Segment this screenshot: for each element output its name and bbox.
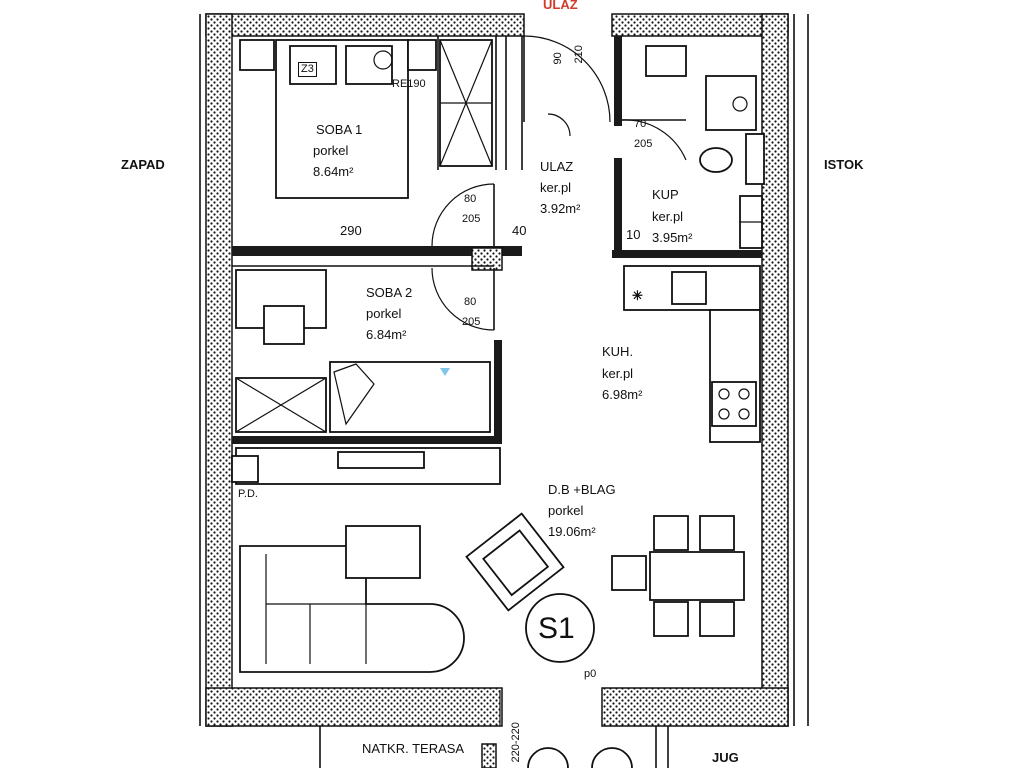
chair-1 — [653, 515, 689, 551]
dim-soba2-h: 205 — [462, 316, 481, 328]
sink — [671, 271, 707, 305]
kuh-area: 6.98m² — [602, 387, 643, 402]
kuh-name: KUH. — [602, 344, 634, 359]
bed-single — [329, 361, 491, 433]
washer — [645, 45, 687, 77]
dim-290: 290 — [340, 223, 362, 238]
dnevna-area: 19.06m² — [548, 524, 596, 539]
dnevna-name: D.B +BLAG — [548, 482, 616, 497]
soba1-furniture — [239, 39, 493, 199]
kup-floor: ker.pl — [652, 209, 684, 224]
wall-bottom-left — [205, 687, 503, 727]
label-po: p0 — [584, 668, 597, 680]
soba2-floor: porkel — [366, 306, 402, 321]
nightstand-right — [407, 39, 437, 71]
apartment-label: S1 — [538, 612, 575, 645]
compass-east: ISTOK — [824, 157, 864, 172]
coffee-table — [345, 525, 421, 579]
wall-pier — [471, 247, 503, 271]
armchair — [465, 512, 565, 612]
kuh-floor: ker.pl — [602, 366, 634, 381]
dim-10: 10 — [626, 227, 641, 242]
dim-soba1-w: 80 — [464, 193, 477, 205]
interior-walls — [232, 36, 762, 444]
wall-v-soba2 — [494, 340, 502, 444]
compass-south: JUG — [712, 750, 739, 765]
soba2-name: SOBA 2 — [366, 285, 413, 300]
ulaz-name: ULAZ — [540, 159, 574, 174]
wall-v-kup — [614, 36, 622, 126]
marker-arrow — [440, 368, 450, 376]
soba2-area: 6.84m² — [366, 327, 407, 342]
kup-name: KUP — [652, 187, 679, 202]
door-soba2-swing — [431, 267, 495, 331]
wall-h-mid-left — [232, 246, 522, 256]
ulaz-floor: ker.pl — [540, 180, 572, 195]
kitchen: ✳ — [623, 265, 761, 443]
soba1-floor: porkel — [313, 143, 349, 158]
toilet — [699, 147, 733, 173]
label-rei: RE190 — [392, 78, 426, 90]
dim-ulaz-w: 90 — [551, 52, 564, 65]
dim-soba2-w: 80 — [464, 296, 477, 308]
wall-top-left — [205, 13, 525, 37]
dim-kup-h: 205 — [634, 138, 653, 150]
door-kup-swing — [621, 119, 687, 161]
chair-2 — [699, 515, 735, 551]
dim-40: 40 — [512, 223, 527, 238]
label-z3: Z3 — [298, 62, 317, 77]
fridge-symbol: ✳ — [632, 288, 643, 303]
sofa — [239, 545, 465, 673]
pillow-right — [345, 45, 393, 85]
compass-north: ULAZ — [543, 0, 578, 12]
chair-5 — [611, 555, 647, 591]
wall-h-mid-right — [612, 250, 762, 258]
dim-vertical: 220-220 — [509, 722, 522, 763]
soba1-area: 8.64m² — [313, 164, 354, 179]
tv — [337, 451, 425, 469]
label-pd: P.D. — [238, 488, 258, 500]
wall-right — [761, 13, 789, 727]
shower — [705, 75, 757, 131]
pd-shaft — [231, 455, 259, 483]
dim-ulaz-h: 210 — [572, 45, 585, 64]
dim-kup-w: 70 — [634, 118, 647, 130]
soba1-name: SOBA 1 — [316, 122, 363, 137]
soba2-furniture — [235, 269, 491, 433]
nightstand-left — [239, 39, 275, 71]
chair-4 — [699, 601, 735, 637]
dim-soba1-h: 205 — [462, 213, 481, 225]
door-soba1-swing — [431, 183, 495, 247]
bathroom-fixtures — [645, 45, 765, 249]
outer-walls — [199, 13, 809, 727]
terrace — [319, 690, 669, 768]
apartment-badge — [525, 593, 595, 663]
wall-bottom-right — [601, 687, 789, 727]
dining-table — [649, 551, 745, 601]
stove — [711, 381, 757, 427]
kup-area: 3.95m² — [652, 230, 693, 245]
terrace-name: NATKR. TERASA — [362, 741, 465, 756]
chair-soba2 — [263, 305, 305, 345]
wall-h-soba2 — [232, 436, 502, 444]
door-ulaz-swing — [523, 35, 611, 123]
basin — [745, 133, 765, 185]
wall-left — [205, 13, 233, 727]
chair-3 — [653, 601, 689, 637]
dnevna-floor: porkel — [548, 503, 584, 518]
doors — [431, 35, 687, 331]
compass-west: ZAPAD — [121, 157, 165, 172]
wall-v-kup-low — [614, 158, 622, 250]
ulaz-area: 3.92m² — [540, 201, 581, 216]
living-room-furniture — [231, 447, 745, 673]
pillow-left — [289, 45, 337, 85]
